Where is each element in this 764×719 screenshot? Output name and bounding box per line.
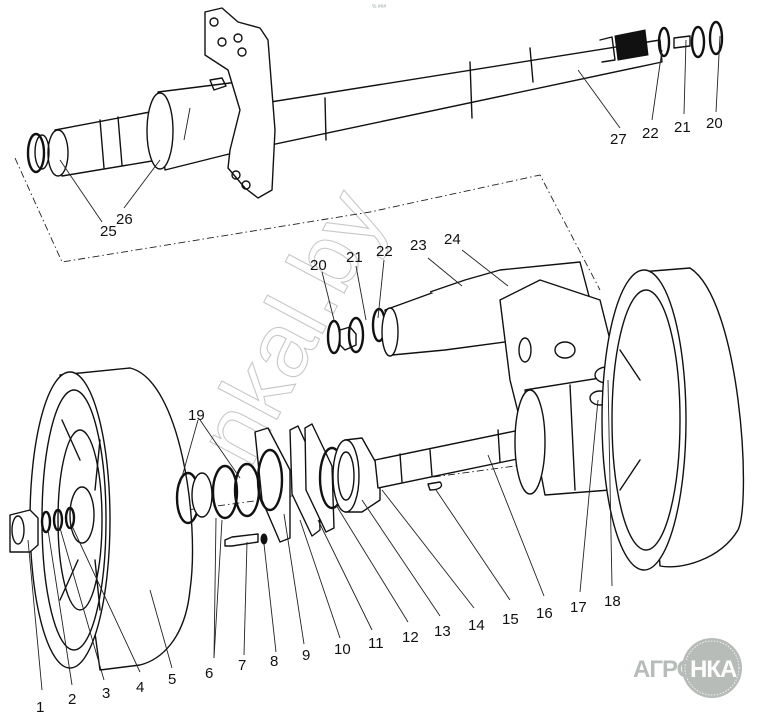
callout-20-upper: 20 [706,115,723,132]
callout-4: 4 [136,679,144,696]
callout-22-upper: 22 [642,125,659,142]
hub-hardware-1-4 [9,506,76,553]
callout-14: 14 [468,617,485,634]
flange-9-gaskets [254,423,346,543]
callout-7: 7 [238,657,246,674]
callout-11: 11 [368,635,384,652]
callout-21-upper: 21 [674,119,691,136]
callout-3: 3 [102,685,110,702]
callout-15: 15 [502,611,519,628]
callout-17: 17 [570,599,587,616]
callout-26: 26 [116,211,133,228]
part-16-axle [374,429,523,491]
callout-23: 23 [410,237,427,254]
callout-12: 12 [402,629,419,646]
callout-18: 18 [604,593,621,610]
callout-22-lower: 22 [376,243,393,260]
arm-assembly-20-24 [326,261,621,421]
part-25-seal [26,132,50,174]
callout-labels: 1 2 3 4 5 6 7 8 9 10 11 12 13 14 15 16 1… [36,115,723,716]
part-12-bearing [332,437,381,513]
callout-2: 2 [68,691,76,708]
corner-mark: % ### [372,4,386,10]
logo-circle [682,638,742,698]
part-27-shaft [169,29,663,167]
agronka-logo: АГРО НКА [633,638,742,698]
callout-24: 24 [444,231,461,248]
upper-end-parts [657,20,724,59]
callout-5: 5 [168,671,176,688]
callout-9: 9 [302,647,310,664]
callout-10: 10 [334,641,351,658]
callout-13: 13 [434,623,451,640]
bolt-7-washer-8 [224,533,268,547]
callout-8: 8 [270,653,278,670]
assembly-dash-frame [14,157,601,291]
right-wheel [601,267,745,571]
callout-6: 6 [205,665,213,682]
callout-27: 27 [610,131,627,148]
callout-19: 19 [188,407,205,424]
callout-16: 16 [536,605,553,622]
callout-1: 1 [36,699,44,716]
callout-25: 25 [100,223,117,240]
leader-lines [27,35,721,691]
upper-shaft-assembly [26,7,724,199]
part-26-housing [146,7,276,199]
part-5-left-wheel [29,367,194,671]
logo-text-right: НКА [690,656,737,683]
callout-20-lower: 20 [310,257,327,274]
logo-text-left: АГРО [633,656,695,683]
callout-21-lower: 21 [346,249,363,266]
